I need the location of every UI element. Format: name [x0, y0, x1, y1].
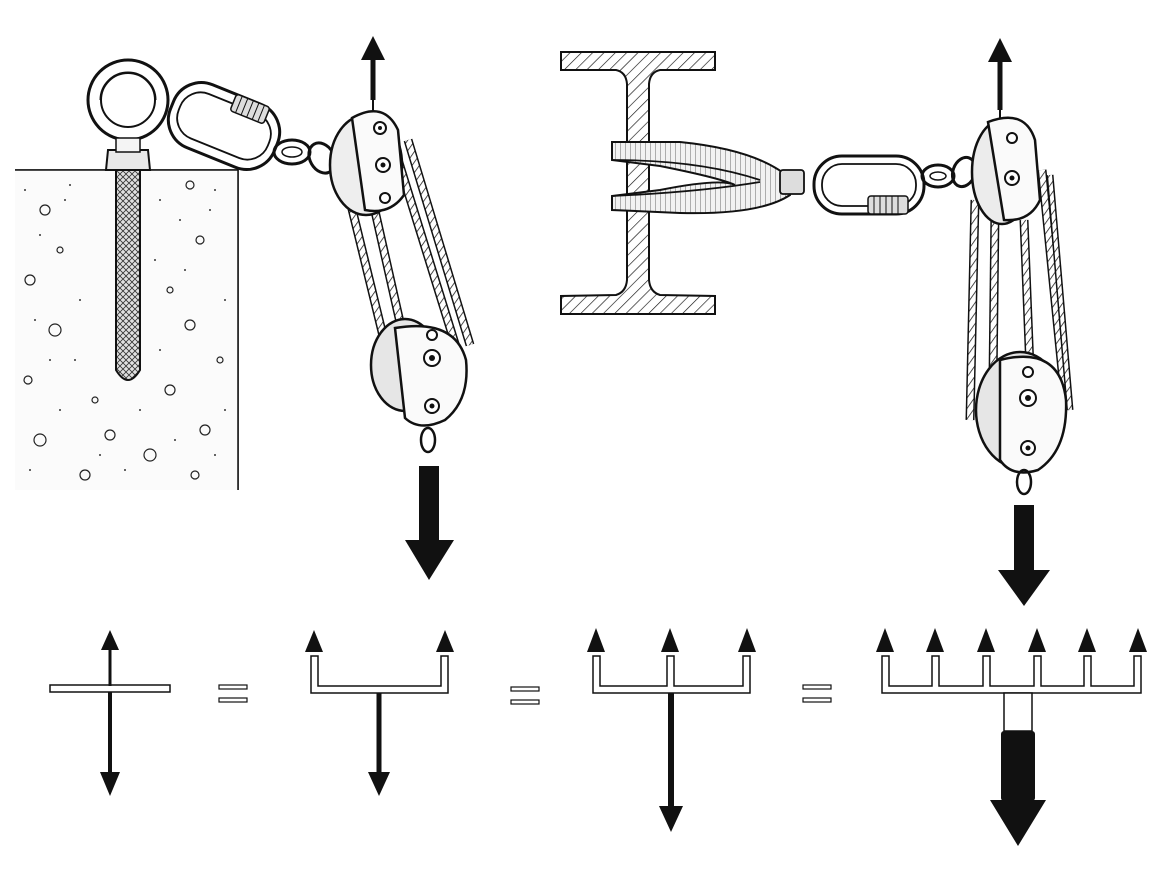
i-beam: [560, 51, 716, 315]
anchor-arrow: [361, 36, 385, 100]
force-term-1: [49, 630, 171, 796]
moving-block: [974, 350, 1068, 496]
down-arrow: [990, 692, 1046, 846]
moving-block: [369, 317, 468, 454]
down-arrow: [368, 693, 390, 796]
up-arrow: [305, 630, 323, 652]
up-arrow: [1078, 628, 1096, 652]
up-arrow: [436, 630, 454, 652]
up-arrow: [101, 630, 119, 686]
up-arrow: [738, 628, 756, 652]
up-arrow: [587, 628, 605, 652]
load-arrow: [998, 505, 1050, 606]
screw-lock-carabiner: [812, 154, 926, 216]
force-equations: [49, 628, 1147, 846]
eye-bolt: [86, 58, 170, 381]
equals-sign: [510, 686, 540, 705]
force-term-2: [305, 630, 454, 796]
concrete-aggregate: [23, 180, 224, 481]
up-arrow: [1028, 628, 1046, 652]
down-arrow: [100, 692, 120, 796]
down-arrow: [659, 693, 683, 832]
up-arrow: [977, 628, 995, 652]
anchor-arrow: [988, 38, 1012, 110]
fixed-block: [970, 108, 1042, 226]
equals-sign: [802, 684, 832, 703]
concrete-speckle: [24, 184, 226, 471]
concrete-anchor-panel: [15, 36, 475, 580]
load-arrow: [405, 466, 454, 580]
rope: [965, 169, 1074, 421]
up-arrow: [926, 628, 944, 652]
i-beam-sling-panel: [560, 38, 1074, 606]
screw-lock-carabiner: [166, 81, 282, 171]
fixed-block: [328, 98, 406, 217]
force-term-4: [876, 628, 1147, 846]
up-arrow: [661, 628, 679, 652]
force-term-3: [587, 628, 756, 832]
up-arrow: [1129, 628, 1147, 652]
up-arrow: [876, 628, 894, 652]
equals-sign: [218, 684, 248, 703]
webbing-sling: [611, 141, 805, 215]
